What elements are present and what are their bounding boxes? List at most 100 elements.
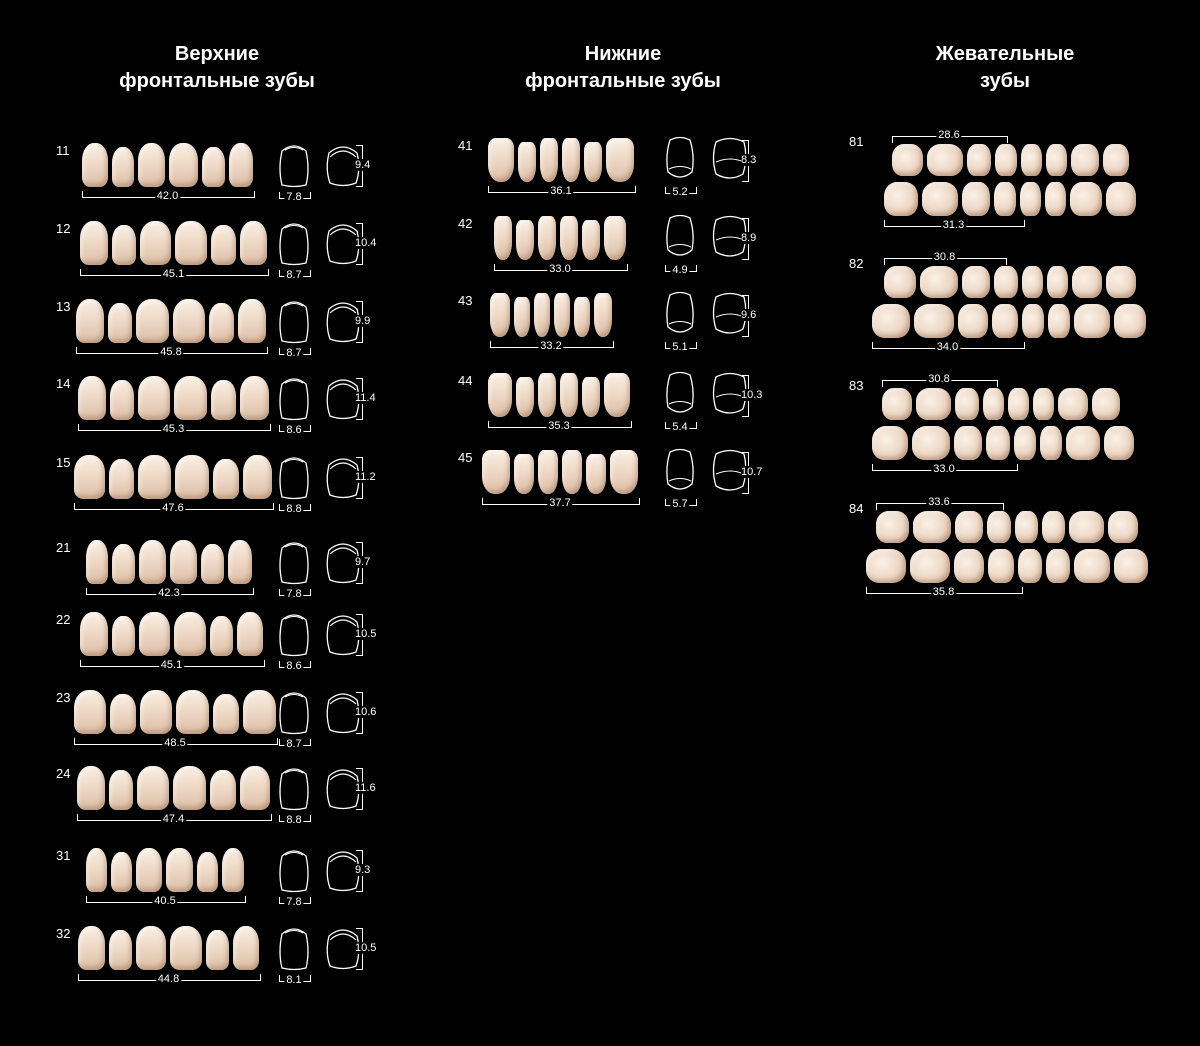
tooth: [1072, 266, 1102, 298]
tooth: [1046, 144, 1067, 176]
set-width-value: 47.4: [160, 813, 187, 825]
tooth: [138, 455, 171, 499]
tooth: [554, 293, 570, 337]
tooth: [112, 544, 135, 584]
upper-posterior-teeth: [882, 388, 1120, 420]
set-width-value: 33.2: [538, 340, 564, 352]
tooth: [1014, 426, 1036, 460]
upper-set-width-value: 33.6: [926, 496, 952, 508]
tooth: [1047, 266, 1068, 298]
crown-front-outline-icon: [279, 850, 309, 893]
tooth: [110, 694, 136, 734]
tooth: [240, 376, 269, 420]
mould-code: 24: [56, 766, 71, 781]
tooth: [584, 142, 602, 182]
tooth: [1071, 144, 1099, 176]
tooth: [175, 221, 207, 265]
mould-code: 43: [458, 293, 473, 308]
tooth: [604, 216, 626, 260]
tooth: [1021, 144, 1042, 176]
tooth: [211, 380, 236, 420]
tooth: [112, 147, 134, 187]
tooth: [1114, 549, 1148, 583]
tooth: [872, 426, 908, 460]
tooth: [955, 511, 983, 543]
tooth: [222, 848, 244, 892]
crown-front-outline-icon: [279, 768, 309, 811]
tooth: [574, 297, 590, 337]
crown-width-value: 5.2: [670, 186, 690, 198]
tooth: [962, 266, 990, 298]
upper-set-width-value: 28.6: [936, 129, 962, 141]
tooth: [77, 766, 105, 810]
tooth: [995, 144, 1017, 176]
tooth: [170, 926, 202, 970]
title-line-2: фронтальные зубы: [119, 70, 315, 92]
tooth-set: [490, 293, 612, 337]
crown-width-value: 8.1: [284, 974, 304, 986]
tooth: [136, 848, 162, 892]
tooth: [1015, 511, 1038, 543]
crown-front-outline-icon: [666, 291, 694, 333]
tooth: [892, 144, 923, 176]
tooth: [166, 848, 193, 892]
crown-width-value: 8.8: [284, 814, 304, 826]
tooth: [884, 182, 918, 216]
tooth: [112, 225, 136, 265]
tooth: [1106, 182, 1136, 216]
tooth-set: [78, 926, 259, 970]
crown-front-outline-icon: [666, 448, 694, 490]
tooth: [1092, 388, 1120, 420]
tooth: [111, 852, 132, 892]
lower-posterior-teeth: [872, 304, 1146, 338]
tooth: [488, 373, 512, 417]
crown-width-value: 8.7: [284, 738, 304, 750]
crown-width-value: 8.7: [284, 269, 304, 281]
tooth: [958, 304, 988, 338]
tooth: [1058, 388, 1088, 420]
tooth: [80, 221, 108, 265]
tooth: [910, 549, 950, 583]
tooth: [210, 770, 236, 810]
tooth: [1046, 549, 1070, 583]
crown-width-value: 7.8: [284, 896, 304, 908]
tooth: [866, 549, 906, 583]
crown-length-value: 10.3: [741, 389, 763, 401]
tooth: [243, 455, 272, 499]
set-width-value: 42.0: [154, 190, 181, 202]
crown-length-value: 9.4: [355, 159, 371, 171]
mould-code: 15: [56, 455, 71, 470]
title-line-1: Верхние: [174, 43, 260, 65]
tooth: [884, 266, 916, 298]
tooth: [112, 616, 135, 656]
tooth: [213, 694, 239, 734]
tooth: [954, 549, 984, 583]
lower-set-width-value: 31.3: [940, 219, 967, 231]
tooth: [237, 612, 263, 656]
crown-length-value: 11.4: [355, 392, 376, 404]
tooth-set: [80, 221, 267, 265]
tooth: [516, 220, 534, 260]
tooth: [606, 138, 634, 182]
tooth: [213, 459, 239, 499]
tooth: [1040, 426, 1062, 460]
tooth: [229, 143, 253, 187]
tooth: [238, 299, 266, 343]
tooth: [1018, 549, 1042, 583]
tooth: [76, 299, 104, 343]
tooth: [228, 540, 252, 584]
tooth: [233, 926, 259, 970]
crown-profile-outline-icon: [326, 224, 360, 265]
mould-code: 12: [56, 221, 71, 236]
lower-posterior-teeth: [866, 549, 1148, 583]
mould-code: 21: [56, 540, 71, 555]
tooth: [983, 388, 1004, 420]
tooth: [174, 376, 207, 420]
tooth: [1042, 511, 1065, 543]
tooth: [538, 373, 556, 417]
tooth: [1070, 182, 1102, 216]
tooth: [986, 426, 1010, 460]
tooth-set: [77, 766, 270, 810]
tooth: [560, 373, 578, 417]
tooth: [138, 376, 170, 420]
